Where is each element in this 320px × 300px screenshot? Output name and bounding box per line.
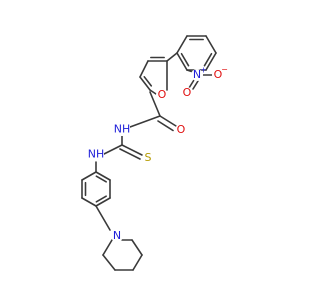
aminophenyl-bond	[95, 171, 111, 181]
nitro-n-label: N	[193, 68, 201, 81]
thio-nh-label: NH	[88, 148, 105, 161]
phenyl-double-bond	[180, 52, 190, 67]
nitro-n-atom: N +	[191, 66, 207, 81]
aminophenyl-bond	[95, 197, 111, 207]
piperidine-bond	[132, 254, 143, 271]
nitro-bond	[186, 69, 194, 73]
phenyl-bond	[205, 35, 217, 54]
bond-layer	[81, 35, 217, 271]
nitro-o-minus-label: O	[214, 68, 223, 81]
piperidine-bond	[102, 254, 116, 271]
piperidine-n-atom: N	[111, 229, 123, 242]
nitro-bond	[192, 80, 199, 90]
biaryl-bond	[166, 52, 178, 62]
thio-nh-atom: NH	[88, 148, 105, 161]
aminophenyl-double-bond	[95, 175, 107, 183]
phenyl-bond	[205, 52, 217, 71]
carbonyl-bond	[157, 120, 174, 132]
thio-s-atom: S	[142, 151, 154, 164]
carbonyl-o-atom: O	[175, 123, 187, 136]
amide-bond	[129, 115, 161, 128]
nitro-bond	[188, 79, 195, 89]
piperidine-bond	[131, 239, 143, 256]
nitro-o-charge: −	[221, 65, 228, 74]
aminophenyl-bond	[81, 171, 97, 181]
carbonyl-o-label: O	[177, 123, 186, 136]
thio-s-label: S	[145, 151, 152, 164]
furan-bond	[139, 76, 151, 91]
amide-nh-label: NH	[114, 123, 131, 136]
carbonyl-bond	[159, 115, 177, 127]
atom-label-layer: N + O − O O O NH NH	[88, 65, 228, 242]
molecule-structure: N + O − O O O NH NH	[81, 35, 228, 271]
furan-bond	[139, 60, 149, 78]
thio-bond	[121, 144, 143, 156]
piperidine-n-bond	[95, 205, 111, 231]
nitro-o-minus-atom: O −	[212, 65, 228, 81]
furan-o-label: O	[158, 88, 167, 101]
furan-double-bond	[143, 76, 153, 87]
piperidine-bond	[102, 239, 113, 256]
phenyl-double-bond	[203, 52, 213, 67]
phenyl-bond	[176, 35, 188, 54]
nitro-n-charge: +	[200, 66, 207, 75]
aminophenyl-bond	[81, 197, 97, 207]
furan-bond	[149, 89, 157, 95]
piperidine-n-label: N	[113, 229, 121, 242]
nitro-o-double-atom: O	[181, 86, 193, 99]
thio-bond	[119, 148, 141, 160]
amide-bond	[149, 91, 161, 117]
phenyl-bond	[176, 52, 188, 71]
amide-nh-atom: NH	[114, 123, 131, 136]
thiourea-bond	[103, 144, 123, 155]
aminophenyl-double-bond	[95, 195, 107, 203]
furan-o-atom: O	[156, 88, 168, 101]
nitro-o-double-label: O	[183, 86, 192, 99]
